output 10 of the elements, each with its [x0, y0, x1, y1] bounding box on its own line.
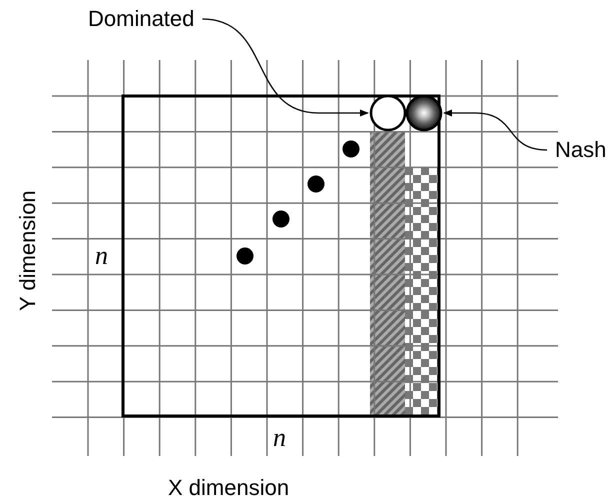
- size-label: n: [95, 243, 108, 269]
- shaded-circle: [406, 94, 442, 132]
- callout-text: Nash: [555, 139, 606, 161]
- axis-title: X dimension: [168, 477, 290, 499]
- callout-text: Dominated: [88, 8, 194, 30]
- leader-line: [202, 18, 369, 117]
- open-circle: [370, 94, 406, 132]
- leader-line: [443, 109, 548, 151]
- size-label: n: [273, 425, 286, 451]
- axis-title: Y dimension: [17, 190, 39, 310]
